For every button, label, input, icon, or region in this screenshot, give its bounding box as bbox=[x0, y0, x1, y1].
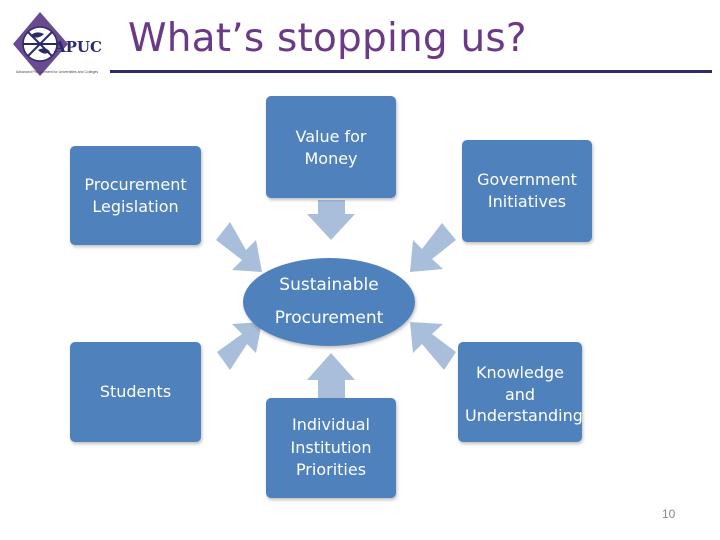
arrow-value-for-money bbox=[307, 200, 355, 240]
page-title: What’s stopping us? bbox=[128, 16, 527, 61]
logo-subtext: Advanced Procurement for Universities an… bbox=[16, 70, 99, 74]
node-government-initiatives-label: Government Initiatives bbox=[477, 170, 577, 211]
node-knowledge-and-understanding-label: Knowledge and Understanding bbox=[465, 363, 583, 426]
arrow-procurement-legislation bbox=[216, 222, 262, 272]
node-students-label: Students bbox=[99, 382, 172, 402]
arrow-knowledge-and-understanding bbox=[410, 322, 456, 370]
page-number: 10 bbox=[662, 507, 676, 521]
center-label: Sustainable Procurement bbox=[274, 275, 384, 328]
node-students: Students bbox=[70, 342, 201, 442]
apuc-logo: APUC bbox=[13, 12, 102, 76]
node-procurement-legislation-label: Procurement Legislation bbox=[84, 174, 187, 216]
node-value-for-money: Value for Money bbox=[266, 96, 396, 198]
arrow-individual-institution-priorities bbox=[307, 353, 355, 398]
arrow-government-initiatives bbox=[410, 223, 456, 272]
title-underline bbox=[110, 70, 712, 73]
node-government-initiatives: Government Initiatives bbox=[462, 140, 592, 242]
logo-text: APUC bbox=[53, 38, 102, 56]
node-sustainable-procurement: Sustainable Procurement bbox=[243, 258, 415, 346]
node-procurement-legislation: Procurement Legislation bbox=[70, 146, 201, 245]
node-value-for-money-label: Value for Money bbox=[295, 127, 367, 168]
arrow-students bbox=[217, 322, 262, 370]
node-knowledge-and-understanding: Knowledge and Understanding bbox=[458, 342, 583, 442]
node-individual-institution-priorities: Individual Institution Priorities bbox=[266, 398, 396, 498]
node-individual-institution-priorities-label: Individual Institution Priorities bbox=[290, 415, 372, 480]
